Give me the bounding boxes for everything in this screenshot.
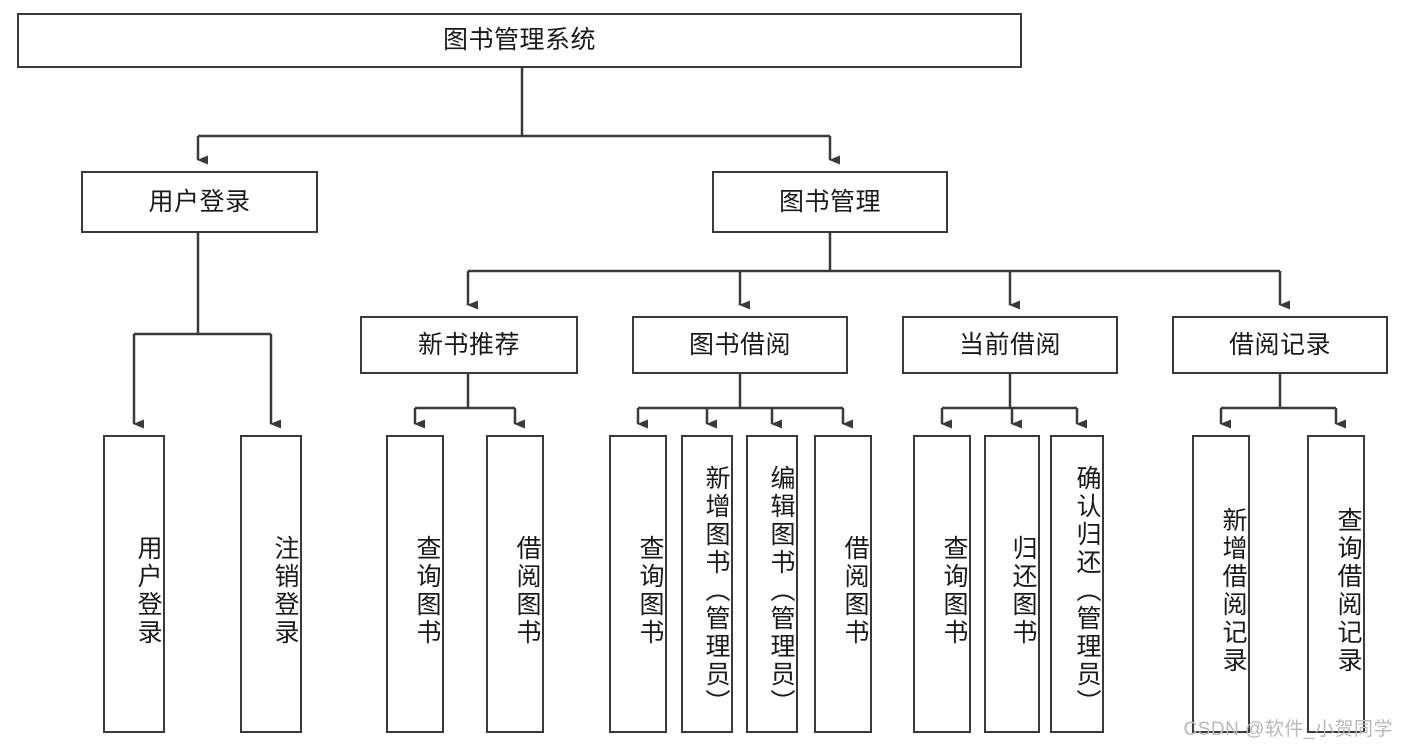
node-book-borrow-label: 图书借阅 [688,330,791,359]
watermark: CSDN @软件_小贺同学 [1183,719,1393,740]
node-leaf-add-borrow-record[interactable]: 新增借阅记录 [1192,435,1250,733]
node-leaf-confirm-return-admin-label: 确认归还（管理员） [1073,465,1101,717]
node-leaf-edit-book-admin-label: 编辑图书（管理员） [767,465,795,717]
node-book-manage-label: 图书管理 [778,187,881,216]
node-book-manage[interactable]: 图书管理 [712,171,948,233]
node-leaf-query-borrow-record-label: 查询借阅记录 [1334,507,1362,675]
node-current-borrow[interactable]: 当前借阅 [902,316,1118,374]
node-leaf-edit-book-admin[interactable]: 编辑图书（管理员） [746,435,798,733]
node-leaf-logout-label: 注销登录 [271,535,299,647]
node-leaf-borrow-book-2[interactable]: 借阅图书 [814,435,872,733]
node-user-login[interactable]: 用户登录 [81,171,318,233]
node-leaf-confirm-return-admin[interactable]: 确认归还（管理员） [1050,435,1104,733]
node-leaf-logout[interactable]: 注销登录 [240,435,302,733]
node-leaf-query-book-3-label: 查询图书 [940,535,968,647]
node-leaf-add-book-admin[interactable]: 新增图书（管理员） [681,435,733,733]
node-root[interactable]: 图书管理系统 [17,13,1022,68]
node-new-book-recommend-label: 新书推荐 [417,330,520,359]
node-leaf-return-book[interactable]: 归还图书 [984,435,1040,733]
node-leaf-add-book-admin-label: 新增图书（管理员） [702,465,730,717]
node-leaf-query-book-3[interactable]: 查询图书 [913,435,971,733]
node-leaf-query-book-1[interactable]: 查询图书 [386,435,444,733]
node-book-borrow[interactable]: 图书借阅 [632,316,848,374]
node-leaf-borrow-book-1[interactable]: 借阅图书 [486,435,544,733]
node-leaf-borrow-book-1-label: 借阅图书 [513,535,541,647]
node-leaf-user-login[interactable]: 用户登录 [103,435,165,733]
node-user-login-label: 用户登录 [148,187,251,216]
node-leaf-query-book-2-label: 查询图书 [636,535,664,647]
node-root-label: 图书管理系统 [442,26,596,55]
node-current-borrow-label: 当前借阅 [958,330,1061,359]
node-borrow-record-label: 借阅记录 [1228,330,1331,359]
node-borrow-record[interactable]: 借阅记录 [1172,316,1388,374]
node-leaf-query-book-2[interactable]: 查询图书 [609,435,667,733]
node-leaf-add-borrow-record-label: 新增借阅记录 [1219,507,1247,675]
node-leaf-query-book-1-label: 查询图书 [413,535,441,647]
node-leaf-query-borrow-record[interactable]: 查询借阅记录 [1307,435,1365,733]
node-new-book-recommend[interactable]: 新书推荐 [360,316,578,374]
node-leaf-borrow-book-2-label: 借阅图书 [841,535,869,647]
node-leaf-user-login-label: 用户登录 [134,535,162,647]
node-leaf-return-book-label: 归还图书 [1009,535,1037,647]
